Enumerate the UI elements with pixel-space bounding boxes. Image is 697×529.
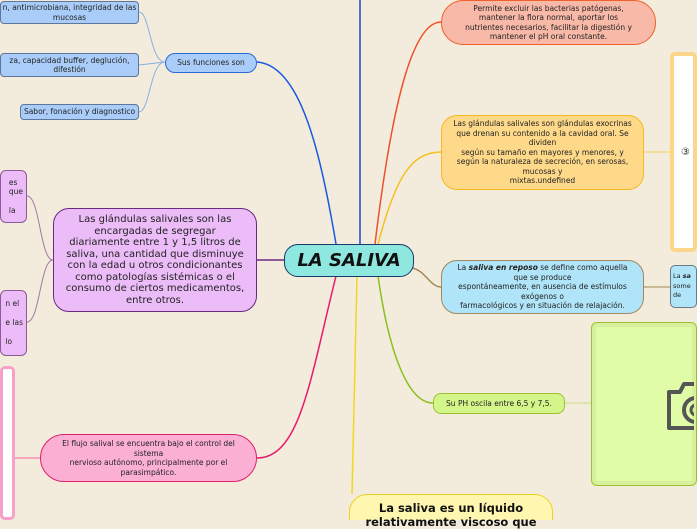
glands-child-text: n el e las lo [5,299,23,347]
image-fragment: ③ [681,146,690,158]
function-item-1[interactable]: n, antimicrobiana, integridad de las muc… [0,1,139,24]
ph-node[interactable]: Su PH oscila entre 6,5 y 7,5. [433,393,565,414]
rest-saliva-child[interactable]: La sa some de [670,265,697,308]
functions-label: Sus funciones son [177,58,245,68]
rest-saliva-child-text: La sa some de [673,272,691,300]
central-topic[interactable]: LA SALIVA [284,244,414,277]
rest-saliva-label: La saliva en reposo se define como aquel… [457,263,628,311]
glands-child-1[interactable]: es que la [0,170,27,223]
nervous-node[interactable]: El flujo salival se encuentra bajo el co… [40,434,257,482]
rest-saliva-node[interactable]: La saliva en reposo se define como aquel… [441,260,644,314]
benefits-node[interactable]: Permite excluir las bacterias patógenas,… [441,0,656,45]
ph-label: Su PH oscila entre 6,5 y 7,5. [446,398,552,408]
function-item-text: za, capacidad buffer, deglución, difesti… [9,55,130,75]
glands-child-2[interactable]: n el e las lo [0,290,27,356]
glands-types-image[interactable]: ③ [670,52,697,252]
nervous-label: El flujo salival se encuentra bajo el co… [62,439,235,477]
function-item-2[interactable]: za, capacidad buffer, deglución, difesti… [0,53,139,77]
function-item-3[interactable]: Sabor, fonación y diagnostico [20,104,139,120]
liquid-label: La saliva es un líquido relativamente vi… [365,501,537,529]
function-item-text: Sabor, fonación y diagnostico [23,107,136,117]
ph-image[interactable] [591,322,697,486]
central-topic-label: LA SALIVA [297,250,401,271]
glands-types-label: Las glándulas salivales son glándulas ex… [453,119,632,186]
liquid-node[interactable]: La saliva es un líquido relativamente vi… [349,494,553,529]
benefits-label: Permite excluir las bacterias patógenas,… [465,3,632,42]
glands-secretion-node[interactable]: Las glándulas salivales son las encargad… [53,208,257,312]
function-item-text: n, antimicrobiana, integridad de las muc… [2,3,137,22]
glands-child-text: es que la [8,177,23,216]
functions-node[interactable]: Sus funciones son [165,53,257,73]
nervous-image[interactable] [0,366,15,520]
glands-types-node[interactable]: Las glándulas salivales son glándulas ex… [441,115,644,190]
glands-secretion-label: Las glándulas salivales son las encargad… [65,214,245,306]
camera-icon [667,382,694,430]
